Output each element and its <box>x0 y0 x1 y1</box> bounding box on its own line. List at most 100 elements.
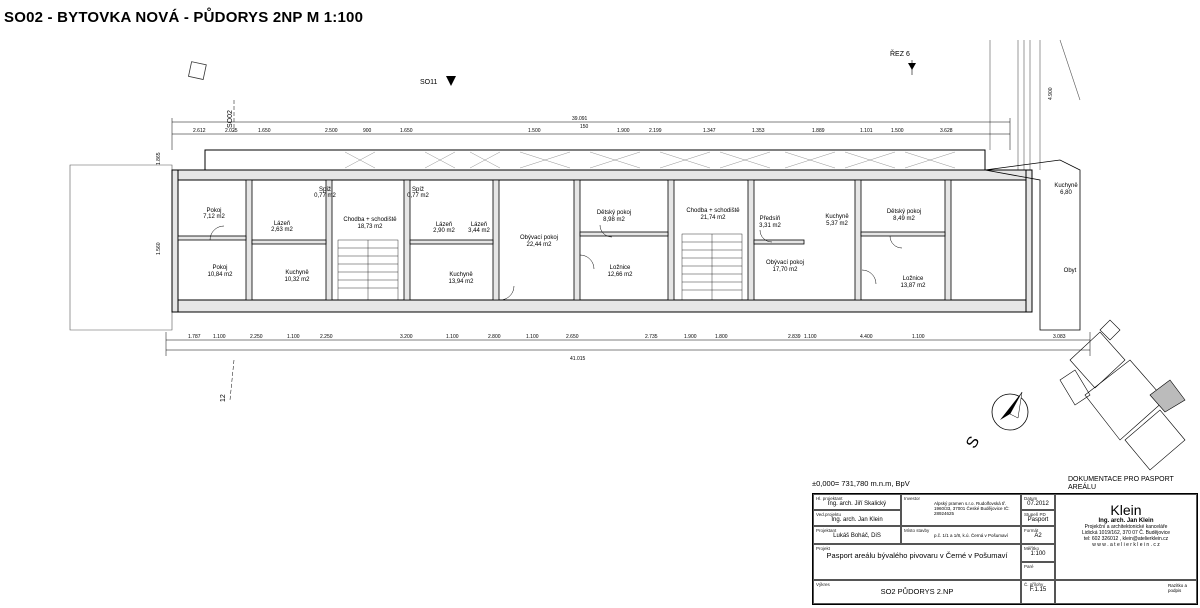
so11-triangle-icon <box>446 76 456 86</box>
room-7-area: 2,90 m2 <box>433 228 455 234</box>
tb-stupen: Stupeň PD Pasport <box>1021 510 1055 526</box>
tb-proj: Projektant Lukáš Boháč, DiS <box>813 526 901 544</box>
tb-ved: Ved.projektu Ing. arch. Jan Klein <box>813 510 901 526</box>
dim-bottom-total: 41.015 <box>570 356 586 362</box>
interior-walls <box>177 179 952 301</box>
dim-bot-7: 2.800 <box>488 334 501 340</box>
marker-square <box>188 61 207 80</box>
room-12-name: Ložnice <box>610 265 631 271</box>
room-16-area: 5,37 m2 <box>826 221 848 227</box>
dim-top-12: 1.101 <box>860 128 873 134</box>
dim-top-4: 900 <box>363 128 372 134</box>
firm-logo: Klein <box>1110 502 1142 518</box>
elevation-note: ±0,000= 731,780 m.n.m, BpV <box>812 479 910 488</box>
north-label: S <box>963 434 983 452</box>
room-5-name: Chodba + schodiště <box>343 217 397 223</box>
dim-bot-9: 2.650 <box>566 334 579 340</box>
dim-bot-17: 3.083 <box>1053 334 1066 340</box>
dim-bot-3: 1.100 <box>287 334 300 340</box>
room-19-area: 6,80 <box>1060 190 1072 196</box>
room-9-name: Kuchyně <box>449 272 473 278</box>
room-14-name: Předsíň <box>760 216 781 222</box>
dim-top-total2: 150 <box>580 124 589 130</box>
room-19-name: Kuchyně <box>1054 183 1078 189</box>
tb-hip: Hl. projektant Ing. arch. Jiří Skalický <box>813 494 901 510</box>
room-13-name: Chodba + schodiště <box>686 208 740 214</box>
dim-right-1: 4.900 <box>1048 87 1054 100</box>
tb-investor: Investor Alpský pramen s.r.o. Rudolfovsk… <box>901 494 1021 526</box>
dim-top-2: 1.650 <box>258 128 271 134</box>
dim-top-5: 1.650 <box>400 128 413 134</box>
dim-top-13: 1.500 <box>891 128 904 134</box>
room-1-area: 10,84 m2 <box>207 272 233 278</box>
room-16-name: Kuchyně <box>825 214 849 220</box>
gallery-hatching <box>344 151 956 169</box>
title-block: Hl. projektant Ing. arch. Jiří Skalický … <box>812 493 1198 605</box>
rez6-label: ŘEZ 6 <box>890 49 910 58</box>
section-line-bottom <box>229 359 235 401</box>
dim-bot-1: 1.100 <box>213 334 226 340</box>
dim-bot-6: 1.100 <box>446 334 459 340</box>
room-0-area: 7,12 m2 <box>203 214 225 220</box>
dim-bot-12: 1.800 <box>715 334 728 340</box>
dim-bot-14: 1.100 <box>804 334 817 340</box>
room-9-area: 13,94 m2 <box>448 279 474 285</box>
doc-note: DOKUMENTACE PRO PASPORT AREÁLU <box>1068 476 1174 491</box>
dim-bot-15: 4.400 <box>860 334 873 340</box>
tb-cislo: Č. přílohy F.1.15 <box>1021 580 1055 604</box>
room-6-area: 0,77 m2 <box>407 193 429 199</box>
room-15-name: Obývací pokoj <box>766 260 804 266</box>
room-12-area: 12,66 m2 <box>607 272 633 278</box>
dim-top-1: 2.025 <box>225 128 238 134</box>
room-labels: Pokoj 7,12 m2 Pokoj 10,84 m2 Lázeň 2,63 … <box>203 183 1078 289</box>
room-18-name: Ložnice <box>903 276 924 282</box>
dim-bot-16: 1.100 <box>912 334 925 340</box>
dim-left-1: 1.865 <box>156 152 162 165</box>
stairs-right <box>681 233 743 301</box>
tb-firm: Klein Ing. arch. Jan Klein Projekční a a… <box>1055 494 1197 580</box>
dim-top-6: 1.500 <box>528 128 541 134</box>
room-1-name: Pokoj <box>212 265 227 271</box>
room-2-area: 2,63 m2 <box>271 227 293 233</box>
dim-top-14: 3.628 <box>940 128 953 134</box>
room-15-area: 17,70 m2 <box>772 267 798 273</box>
room-11-name: Dětský pokoj <box>597 210 631 216</box>
page-title: SO02 - BYTOVKA NOVÁ - PŮDORYS 2NP M 1:10… <box>4 9 364 26</box>
dim-bottom-row: 1.787 1.100 2.250 1.100 2.250 3.200 1.10… <box>188 334 1066 340</box>
gallery-strip <box>204 149 986 171</box>
stairs-left <box>337 239 399 301</box>
dim-bot-13: 2.839 <box>788 334 801 340</box>
right-wing <box>984 159 1081 331</box>
dim-top-row: 2.612 2.025 1.650 2.500 900 1.650 1.500 … <box>193 128 953 134</box>
door-swings <box>209 224 903 301</box>
dim-bot-4: 2.250 <box>320 334 333 340</box>
adjacent-building <box>69 164 173 331</box>
room-4-name: Spíž <box>319 187 331 193</box>
dim-top-11: 1.889 <box>812 128 825 134</box>
tb-pare: Paré <box>1021 562 1055 580</box>
room-2-name: Lázeň <box>274 221 290 227</box>
dim-bot-0: 1.787 <box>188 334 201 340</box>
dim-top-10: 1.353 <box>752 128 765 134</box>
room-0-name: Pokoj <box>206 208 221 214</box>
room-17-area: 8,49 m2 <box>893 216 915 222</box>
so11-label: SO11 <box>420 79 437 86</box>
dim-top-0: 2.612 <box>193 128 206 134</box>
room-10-name: Obývací pokoj <box>520 235 558 241</box>
tb-meritko: Měřítko 1:100 <box>1021 544 1055 562</box>
dim-top-9: 1.347 <box>703 128 716 134</box>
room-5-area: 18,73 m2 <box>357 224 383 230</box>
room-14-area: 3,31 m2 <box>759 223 781 229</box>
room-4-area: 0,77 m2 <box>314 193 336 199</box>
room-3-area: 10,32 m2 <box>284 277 310 283</box>
room-13-area: 21,74 m2 <box>700 215 726 221</box>
rez6-arrow-icon <box>908 63 916 70</box>
dim-top-8: 2.199 <box>649 128 662 134</box>
tb-projekt: Projekt Pasport areálu bývalého pivovaru… <box>813 544 1021 580</box>
top-dimension-lines <box>171 118 1011 150</box>
room-20-name: Obyt <box>1064 268 1077 274</box>
room-11-area: 8,98 m2 <box>603 217 625 223</box>
tb-datum: Datum 07.2012 <box>1021 494 1055 510</box>
dim-bot-11: 1.900 <box>684 334 697 340</box>
